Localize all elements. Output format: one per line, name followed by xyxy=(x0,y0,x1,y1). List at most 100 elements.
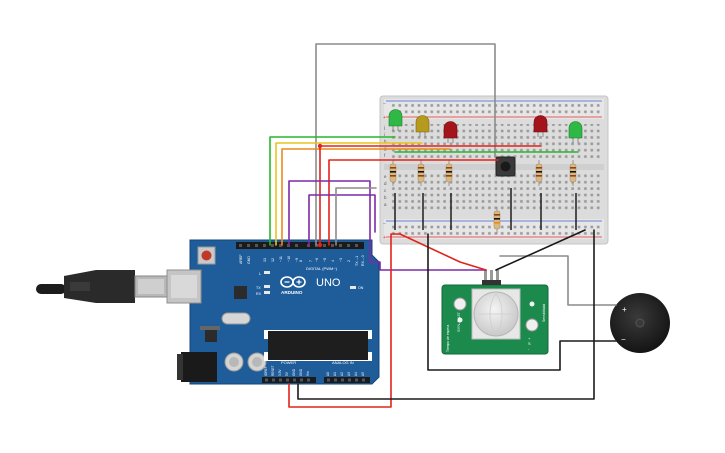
crystal xyxy=(221,312,251,325)
wire-yellow[interactable] xyxy=(275,142,423,246)
pin-label: 7 xyxy=(309,260,313,262)
digital-header[interactable] xyxy=(236,242,364,249)
buzzer-hole xyxy=(635,318,645,328)
led-label-rx: RX xyxy=(256,292,262,296)
pin-label: 2 xyxy=(347,260,351,262)
wire-black-gnd[interactable] xyxy=(297,229,595,400)
wire-gray-short[interactable] xyxy=(335,187,377,246)
wire-black-buzzer[interactable] xyxy=(427,233,617,371)
analog-pin-label: A0 xyxy=(326,372,330,376)
power-pin-label: GND xyxy=(292,368,296,376)
pir-label-side: Sensibilidad xyxy=(542,304,546,322)
led-green-right[interactable] xyxy=(568,121,583,143)
power-pin-label: Vin xyxy=(306,371,310,376)
row-label: h xyxy=(384,139,387,144)
rx-led xyxy=(264,291,270,294)
pin-label: 4 xyxy=(331,260,335,262)
regulator xyxy=(205,330,217,342)
pin-label: 12 xyxy=(271,258,275,262)
wire-orange[interactable] xyxy=(281,148,451,246)
breadboard-ground-links xyxy=(394,188,577,230)
led-green-left[interactable] xyxy=(388,109,403,131)
rail-plus-label-bottom: + xyxy=(383,235,386,241)
wire-gray-buzzer[interactable] xyxy=(499,255,617,306)
on-led xyxy=(350,286,356,289)
l-led xyxy=(264,271,270,274)
pir-sensitivity-pot[interactable] xyxy=(525,318,539,332)
wire-purple-2[interactable] xyxy=(308,194,376,246)
power-pin-label: RESET xyxy=(271,365,275,376)
row-label: b xyxy=(384,195,387,200)
pir-pin-label: - xyxy=(528,346,530,351)
terminal-area-bottom xyxy=(390,173,600,210)
resistor[interactable] xyxy=(389,160,397,186)
resistor[interactable] xyxy=(445,160,453,186)
digital-label: DIGITAL (PWM~) xyxy=(306,266,338,271)
usb-cable xyxy=(36,270,168,303)
rail-plus-label-top: + xyxy=(383,115,386,121)
arduino-logo xyxy=(280,276,306,288)
analog-label: ANALOG IN xyxy=(332,360,354,365)
pir-pin-label: S xyxy=(528,341,531,346)
resistor[interactable] xyxy=(535,160,543,186)
analog-header[interactable] xyxy=(324,377,370,383)
pin-label: ~5 xyxy=(323,258,327,262)
resistor[interactable] xyxy=(493,207,501,234)
pin-label: 13 xyxy=(263,258,267,262)
pin-label: ~11 xyxy=(279,256,283,262)
pin-label: ~10 xyxy=(287,256,291,262)
tx-led xyxy=(264,285,270,288)
analog-pin-label: A1 xyxy=(333,372,337,376)
pin-label: GND xyxy=(247,256,251,264)
wire-red-power[interactable] xyxy=(328,159,499,246)
pir-sensor[interactable]: SYN-RN37 Sensibilidad Tiempo de espera +… xyxy=(441,270,549,355)
analog-pin-label: A4 xyxy=(354,372,358,376)
led-yellow[interactable] xyxy=(415,115,430,137)
pir-pin-label: + xyxy=(528,336,531,341)
pir-label-left: Tiempo de espera xyxy=(446,325,450,352)
resistor[interactable] xyxy=(417,160,425,186)
rail-minus-label-top: − xyxy=(383,101,386,107)
row-label: f xyxy=(384,153,386,158)
power-jack xyxy=(181,352,217,382)
atmega-chip xyxy=(264,330,372,361)
power-pin-label: GND xyxy=(299,368,303,376)
resistor[interactable] xyxy=(569,160,577,186)
pir-delay-pot[interactable] xyxy=(453,297,467,311)
pin-label: ~6 xyxy=(315,258,319,262)
row-label: e xyxy=(384,174,387,179)
on-label: ON xyxy=(358,286,364,290)
arduino-brand: ARDUINO xyxy=(281,290,303,295)
pir-label-top: SYN-RN37 xyxy=(456,311,461,332)
wire-gray-top[interactable] xyxy=(315,43,496,246)
power-pin-label: 3.3V xyxy=(278,369,282,376)
pin-label: ~9 xyxy=(295,258,299,262)
arduino-model: UNO xyxy=(316,277,341,289)
led-red-left[interactable] xyxy=(443,121,458,143)
led-label-l: L xyxy=(259,272,261,276)
wire-green[interactable] xyxy=(269,136,579,246)
wire-black-pir[interactable] xyxy=(495,229,586,271)
analog-pin-label: A3 xyxy=(347,372,351,376)
pushbutton[interactable] xyxy=(495,156,516,177)
piezo-buzzer[interactable]: + − xyxy=(610,293,670,353)
analog-pin-label: A5 xyxy=(361,372,365,376)
arduino-uno[interactable]: AREF GND 13 12 ~11 ~10 ~9 8 7 ~6 ~5 4 ~3… xyxy=(36,239,380,385)
pin-label: AREF xyxy=(239,254,243,264)
wire-purple-1[interactable] xyxy=(288,180,487,271)
row-label: j xyxy=(383,125,385,130)
wire-red-5v[interactable] xyxy=(288,233,487,408)
row-label: c xyxy=(384,188,387,193)
pin-label: TX→1 xyxy=(355,256,359,266)
led-red-right[interactable] xyxy=(533,115,548,137)
buzzer-minus-label: − xyxy=(621,335,626,344)
row-label: d xyxy=(384,181,387,186)
power-pin-label: IOREF xyxy=(264,366,268,376)
row-label: a xyxy=(384,202,387,207)
pin-label: RX←0 xyxy=(361,255,365,266)
rail-minus-label-bottom: − xyxy=(383,221,386,227)
pin-label: ~3 xyxy=(339,258,343,262)
buzzer-plus-label: + xyxy=(622,305,627,314)
led-label-tx: TX xyxy=(256,286,261,290)
